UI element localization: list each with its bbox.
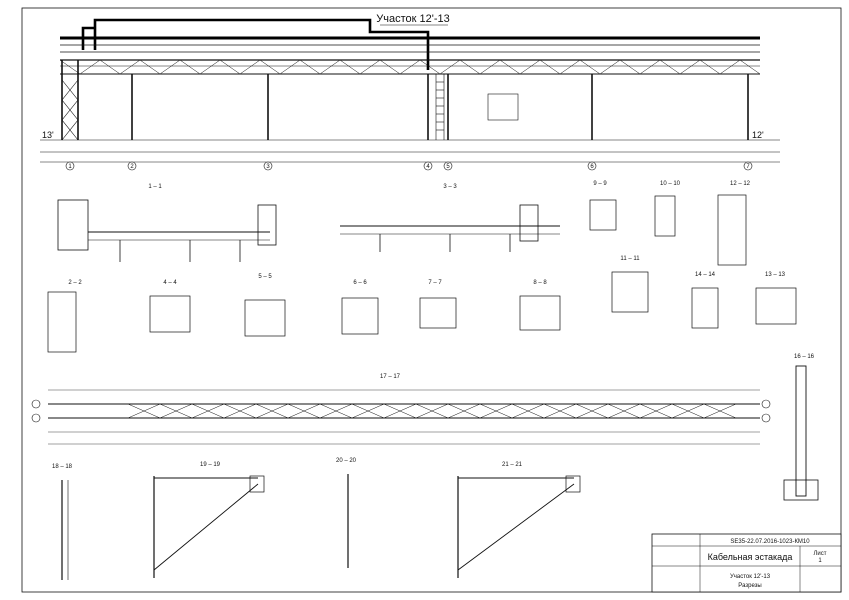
axis-mark-right: 12': [752, 130, 764, 140]
stamp-section: Участок 12'-13: [730, 574, 771, 580]
stamp-sheet-label: Лист: [813, 551, 826, 557]
axis-3: 3: [266, 164, 270, 170]
section-title-3: 3 – 3: [443, 184, 457, 190]
section-title-13: 13 – 13: [765, 272, 786, 278]
section-row-1: 1 – 1 3 – 3 9 – 9 10 – 10 12 – 12: [57, 181, 751, 266]
section-title-12: 12 – 12: [730, 181, 751, 187]
axis-1: 1: [68, 164, 72, 170]
section-title-21: 21 – 21: [502, 462, 523, 468]
axis-2: 2: [130, 164, 134, 170]
section-title-19: 19 – 19: [200, 462, 221, 468]
axis-bubbles: 1 2 3 4 5 6 7: [65, 161, 753, 171]
axis-4: 4: [426, 164, 430, 170]
axis-6: 6: [590, 164, 594, 170]
section-title-6: 6 – 6: [353, 280, 367, 286]
section-title-9: 9 – 9: [593, 181, 607, 187]
section-title-2: 2 – 2: [68, 280, 82, 286]
section-title-7: 7 – 7: [428, 280, 442, 286]
section-title-18: 18 – 18: [52, 464, 73, 470]
stamp-sheet-number: 1: [818, 558, 822, 564]
sheet-border: [21, 7, 842, 593]
axis-mark-left: 13': [42, 130, 54, 140]
section-title-16: 16 – 16: [794, 354, 815, 360]
axis-7: 7: [746, 164, 750, 170]
section-title-20: 20 – 20: [336, 458, 357, 464]
section-title-1: 1 – 1: [148, 184, 162, 190]
section-title-10: 10 – 10: [660, 181, 681, 187]
stamp-code: SE35-22.07.2016-1023-КМ10: [730, 539, 810, 545]
section-title-5: 5 – 5: [258, 274, 272, 280]
stamp-name: Кабельная эстакада: [708, 552, 793, 562]
title-block: SE35-22.07.2016-1023-КМ10 Кабельная эста…: [651, 533, 842, 593]
section-title-4: 4 – 4: [163, 280, 177, 286]
stamp-subtitle: Разрезы: [738, 583, 761, 589]
elevation-view: Участок 12'-13: [40, 13, 780, 171]
section-row-2: 2 – 2 4 – 4 5 – 5 6 – 6 7 – 7 8 – 8 11 –…: [47, 256, 797, 353]
main-title: Участок 12'-13: [376, 13, 449, 25]
axis-5: 5: [446, 164, 450, 170]
plan-view: 17 – 17: [31, 374, 771, 445]
section-title-11: 11 – 11: [620, 256, 640, 262]
section-row-3: 18 – 18 19 – 19 20 – 20 21 – 21 16 – 16: [52, 354, 819, 580]
section-title-17: 17 – 17: [380, 374, 401, 380]
section-title-14: 14 – 14: [695, 272, 716, 278]
section-title-8: 8 – 8: [533, 280, 547, 286]
